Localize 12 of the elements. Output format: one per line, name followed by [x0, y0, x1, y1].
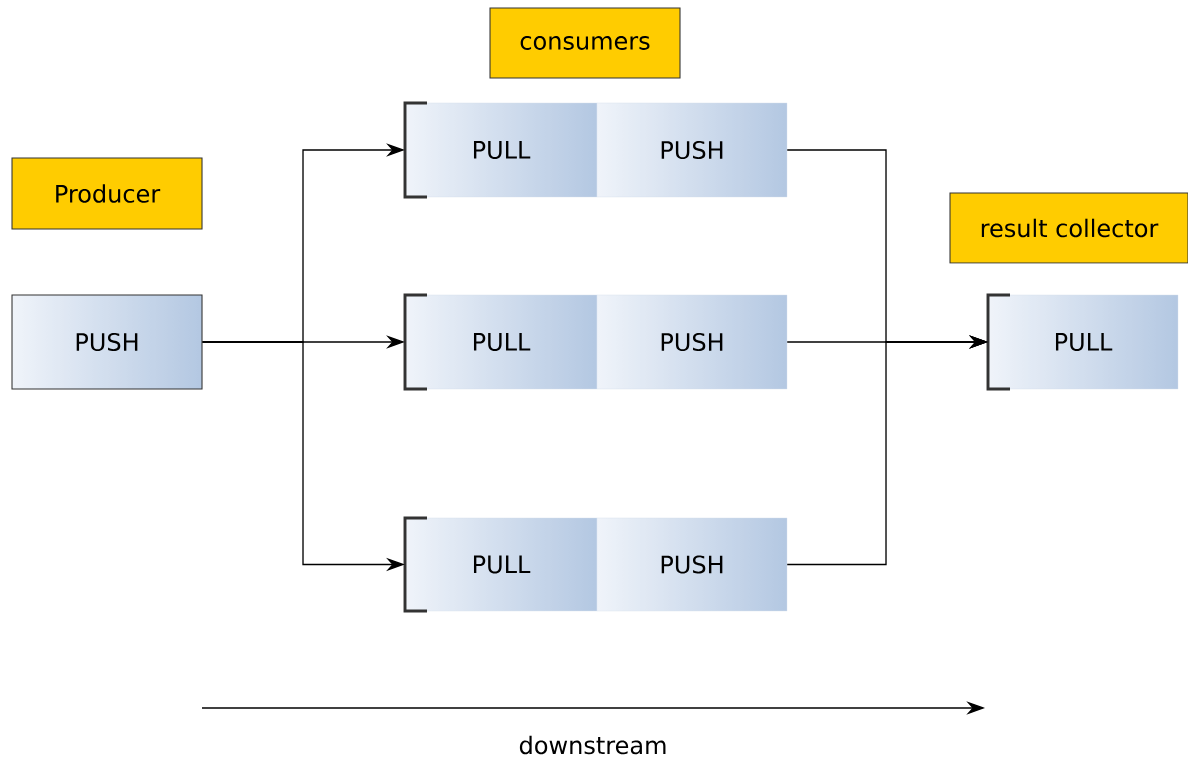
title-tag: result collector — [949, 192, 1188, 264]
pull-box: PULL — [403, 516, 598, 613]
title-tag: consumers — [489, 7, 681, 79]
title-tag: Producer — [11, 157, 203, 230]
push-box: PUSH — [11, 294, 203, 390]
pull-box: PULL — [986, 293, 1179, 391]
push-box: PUSH — [596, 102, 788, 198]
push-box: PUSH — [596, 517, 788, 612]
axis-label: downstream — [519, 735, 666, 755]
push-box: PUSH — [596, 294, 788, 390]
pull-box: PULL — [403, 293, 598, 391]
pull-box: PULL — [403, 101, 598, 199]
